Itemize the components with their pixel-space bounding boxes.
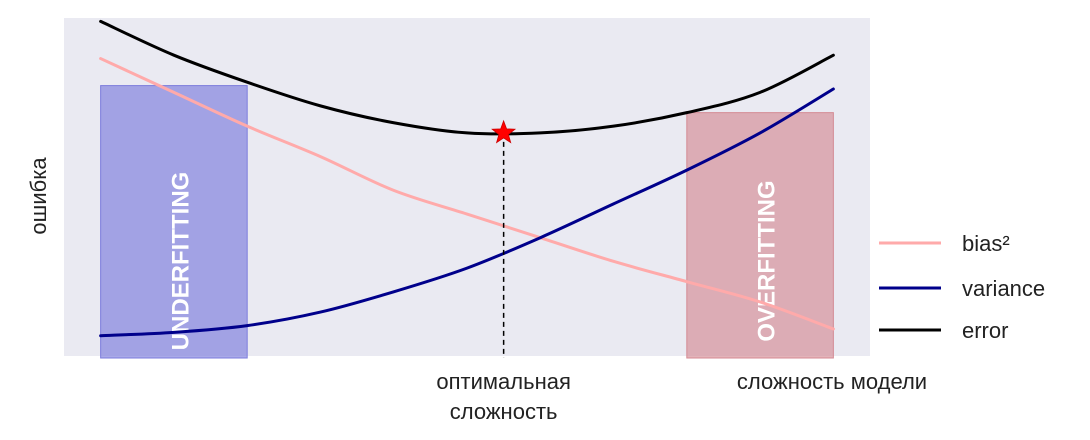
overfitting-region (686, 112, 834, 359)
legend-item-variance: variance (879, 276, 1045, 301)
legend: bias² variance error (879, 231, 1045, 343)
lines-layer (99, 19, 835, 338)
error-line (99, 19, 835, 136)
regions-layer: UNDERFITTING OVERFITTING (100, 85, 834, 359)
optimum-star-icon (491, 119, 517, 144)
x-axis-label: сложность модели (737, 369, 927, 394)
legend-item-bias-label: bias² (962, 231, 1010, 256)
legend-item-variance-label: variance (962, 276, 1045, 301)
variance-line (99, 87, 835, 338)
legend-item-error: error (879, 318, 1008, 343)
marks-layer (491, 119, 517, 358)
underfitting-region (100, 85, 248, 359)
legend-item-bias: bias² (879, 231, 1010, 256)
bias-line (99, 57, 835, 331)
underfitting-region-label: UNDERFITTING (168, 172, 195, 351)
legend-item-error-label: error (962, 318, 1008, 343)
overfitting-region-label: OVERFITTING (754, 180, 781, 341)
y-axis-label: ошибка (26, 157, 51, 235)
